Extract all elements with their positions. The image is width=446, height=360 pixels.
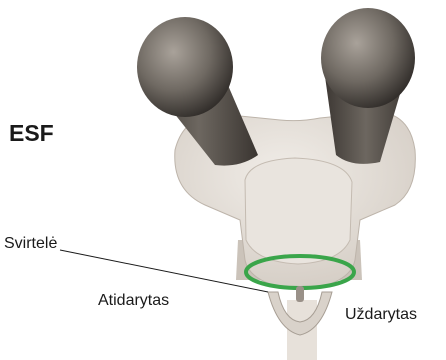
closed-label: Uždarytas: [345, 307, 417, 323]
lever-label: Svirtelė: [4, 236, 57, 252]
diagram-title: ESF: [9, 122, 54, 145]
right-eyepiece-icon: [321, 8, 415, 108]
lever-pin: [296, 286, 304, 302]
left-eyepiece-icon: [137, 17, 233, 117]
center-head: [245, 158, 352, 264]
open-label: Atidarytas: [98, 293, 169, 309]
